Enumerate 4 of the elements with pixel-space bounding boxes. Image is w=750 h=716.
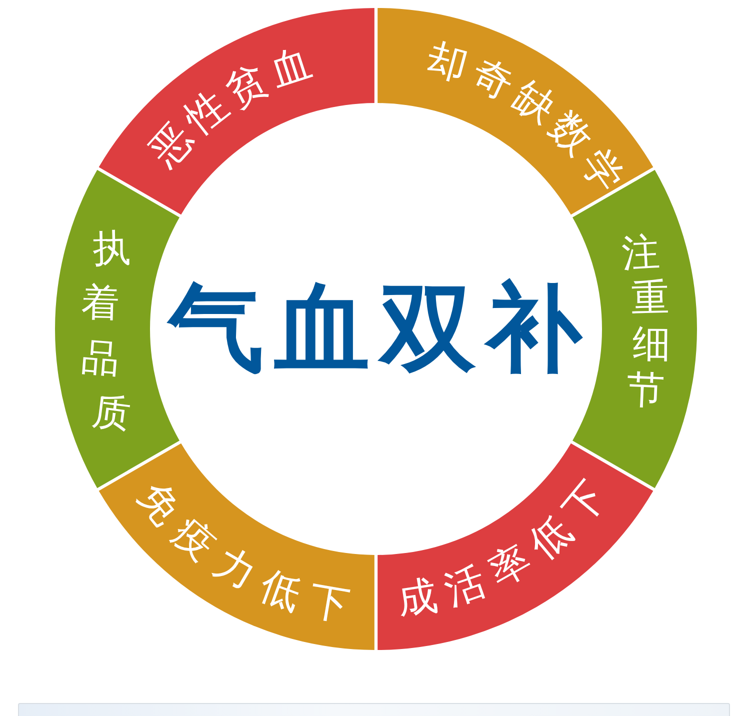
- ring-segment: 成活率低下: [377, 443, 654, 650]
- ring-segment: 免疫力低下: [98, 443, 375, 650]
- ring-segment: 恶性贫血: [98, 8, 375, 215]
- ring-segment: 却奇缺数学: [377, 8, 654, 215]
